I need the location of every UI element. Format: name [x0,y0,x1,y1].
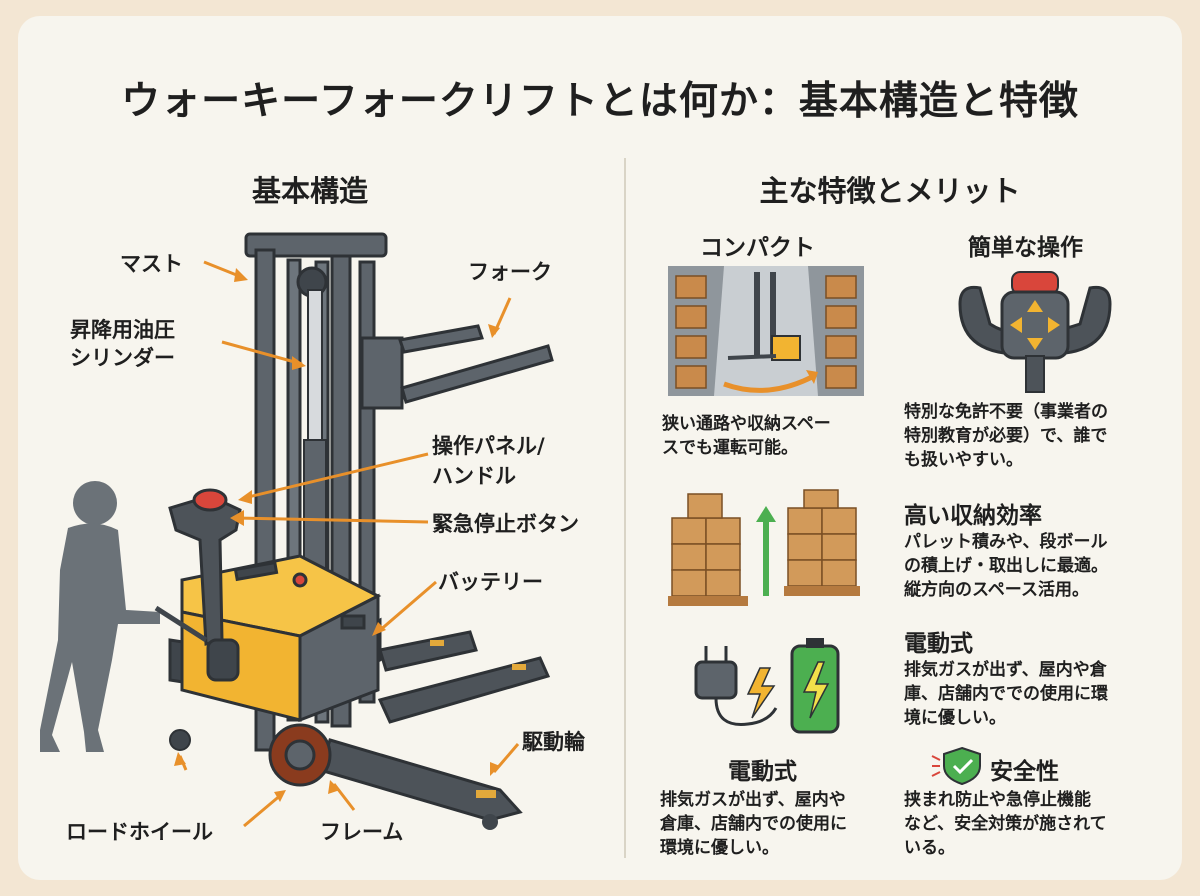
section-heading-structure: 基本構造 [251,174,368,208]
label-mast: マスト [120,252,183,276]
feature-easy-title: 簡単な操作 [968,235,1083,261]
stacked-boxes-icon [668,489,860,606]
label-fork: フォーク [468,260,552,284]
feature-safety-desc-2: など、安全対策が施されて [904,814,1107,834]
feature-storage-title: 高い収納効率 [904,503,1042,529]
label-load-wheel: ロードホイール [66,820,213,844]
battery-body [180,554,382,723]
feature-electric-right-desc-2: 庫、店舗内ででの使用に環 [904,684,1108,704]
compact-aisle-icon [668,266,864,396]
label-estop: 緊急停止ボタン [432,512,579,536]
feature-compact-desc-2: スでも運転可能。 [662,438,798,458]
feature-storage-desc-3: 縦方向のスペース活用。 [904,580,1089,600]
control-handle [154,488,242,682]
base-legs [318,630,551,822]
feature-compact-desc-1: 狭い通路や収納スペー [662,414,831,434]
feature-electric-right-desc-1: 排気ガスが出ず、屋内や倉 [904,660,1107,680]
feature-electric-right-title: 電動式 [904,631,973,657]
feature-easy-desc-1: 特別な免許不要（事業者の [904,402,1108,422]
feature-electric-desc-2: 倉庫、店舗内での使用に [660,814,847,834]
feature-storage-desc-1: パレット積みや、段ボール [904,532,1108,552]
feature-storage-desc-2: の積上げ・取出しに最適。 [904,556,1108,576]
shield-check-icon [931,746,981,786]
hydraulic-cylinder [307,289,323,451]
label-panel-2: ハンドル [432,464,516,488]
feature-electric-right-desc-3: 境に優しい。 [904,708,1006,728]
feature-easy-desc-2: 特別教育が必要）で、誰で [904,426,1108,446]
label-drive-wheel: 駆動輪 [522,730,585,754]
page-title: ウォーキーフォークリフトとは何か：基本構造と特徴 [121,79,1079,124]
forklift-illustration [40,232,554,830]
drive-wheel [268,723,332,787]
label-frame: フレーム [320,820,404,844]
fork [360,324,554,410]
feature-safety-title: 安全性 [990,759,1059,785]
feature-safety-desc-1: 挟まれ防止や急停止機能 [904,790,1091,810]
control-handle-icon [958,271,1112,393]
operator-silhouette-icon [40,481,160,752]
feature-electric-desc-1: 排気ガスが出ず、屋内や [660,790,846,810]
column-divider [624,158,626,858]
label-battery: バッテリー [438,570,543,594]
label-panel-1: 操作パネル/ [432,434,545,458]
feature-safety-desc-3: いる。 [904,838,955,858]
feature-compact-title: コンパクト [700,235,815,261]
section-heading-features: 主な特徴とメリット [759,174,1021,208]
background-card [18,16,1182,880]
feature-electric-desc-3: 環境に優しい。 [660,838,779,858]
feature-easy-desc-3: も扱いやすい。 [904,450,1023,470]
feature-electric-title: 電動式 [728,759,797,785]
label-cylinder-2: シリンダー [70,346,175,370]
plug-battery-icon [694,638,840,734]
label-cylinder-1: 昇降用油圧 [70,318,175,342]
load-wheel [169,729,191,751]
